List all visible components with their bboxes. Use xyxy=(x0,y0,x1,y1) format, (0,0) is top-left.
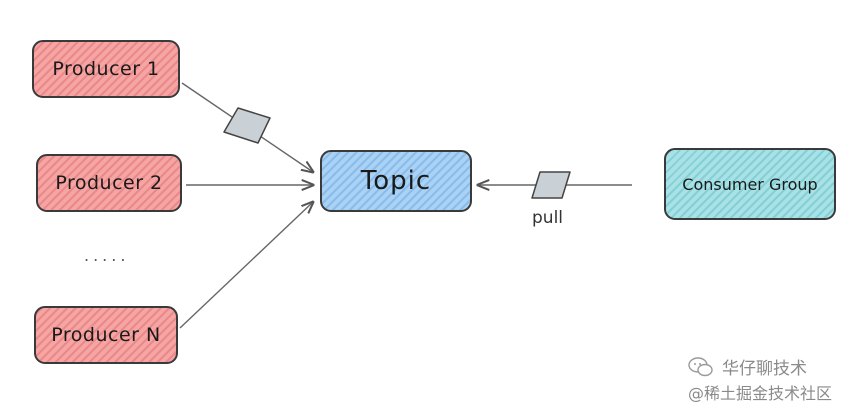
consumer-group-node: Consumer Group xyxy=(664,148,836,220)
edge-producerN-topic xyxy=(179,202,313,329)
pull-label: pull xyxy=(532,208,564,228)
producer-n-label: Producer N xyxy=(51,324,161,346)
topic-node: Topic xyxy=(320,150,472,212)
producer-1-node: Producer 1 xyxy=(32,40,180,98)
wechat-logo-icon xyxy=(688,357,713,377)
topic-label: Topic xyxy=(360,166,432,196)
producer-2-label: Producer 2 xyxy=(55,172,163,194)
consumer-group-label: Consumer Group xyxy=(682,174,818,194)
producer-ellipsis: ..... xyxy=(84,246,130,265)
producer-2-node: Producer 2 xyxy=(36,154,182,212)
message-icon-producer1 xyxy=(223,107,271,144)
watermark-site-credit: @稀土掘金技术社区 xyxy=(688,384,833,403)
message-icon-pull xyxy=(531,171,571,199)
watermark-account-name: 华仔聊技术 xyxy=(722,359,807,379)
producer-n-node: Producer N xyxy=(34,306,178,364)
producer-1-label: Producer 1 xyxy=(52,58,160,80)
